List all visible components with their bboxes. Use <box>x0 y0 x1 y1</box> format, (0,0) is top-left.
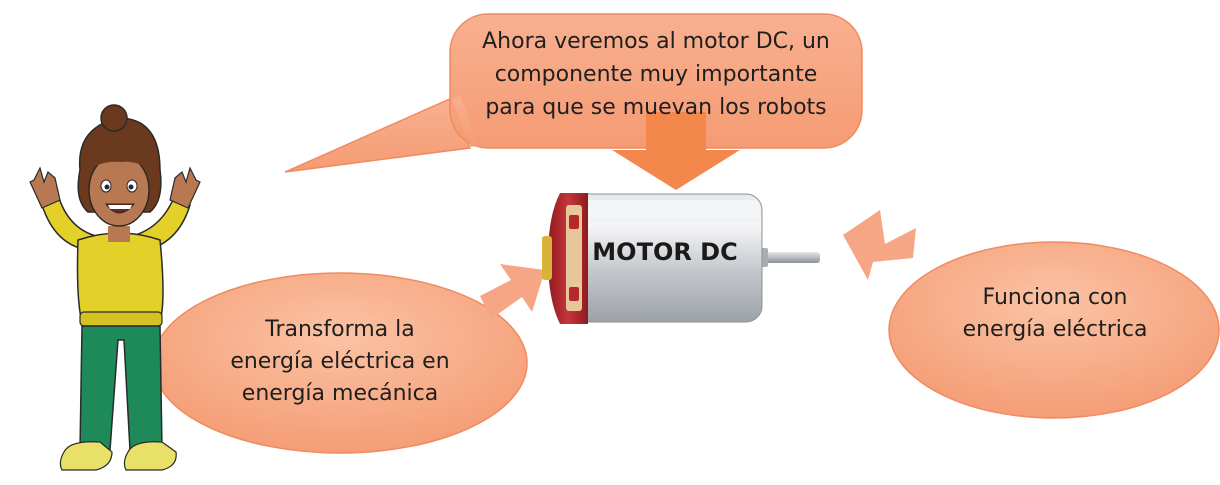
left-bubble-text: Transforma la energía eléctrica en energ… <box>200 310 480 414</box>
right-arrow <box>480 264 545 319</box>
speech-bubble-line-3: para que se muevan los robots <box>485 94 827 120</box>
left-bubble-line-2: energía eléctrica en <box>230 349 450 374</box>
right-bubble-line-1: Funciona con <box>982 285 1128 310</box>
left-arrow <box>843 210 916 280</box>
right-bubble-text: Funciona con energía eléctrica <box>940 278 1170 350</box>
speech-bubble-text: Ahora veremos al motor DC, un componente… <box>450 18 862 130</box>
left-bubble-line-3: energía mecánica <box>241 381 439 406</box>
dc-motor-illustration <box>542 193 820 324</box>
left-bubble-line-1: Transforma la <box>265 317 415 342</box>
girl-character-illustration <box>29 104 201 471</box>
right-bubble-shape <box>888 241 1220 419</box>
speech-bubble-line-1: Ahora veremos al motor DC, un <box>482 28 830 54</box>
speech-bubble-line-2: componente muy importante <box>494 61 818 87</box>
down-arrow <box>612 112 740 190</box>
right-bubble-line-2: energía eléctrica <box>962 317 1148 342</box>
motor-label: MOTOR DC <box>592 238 738 266</box>
